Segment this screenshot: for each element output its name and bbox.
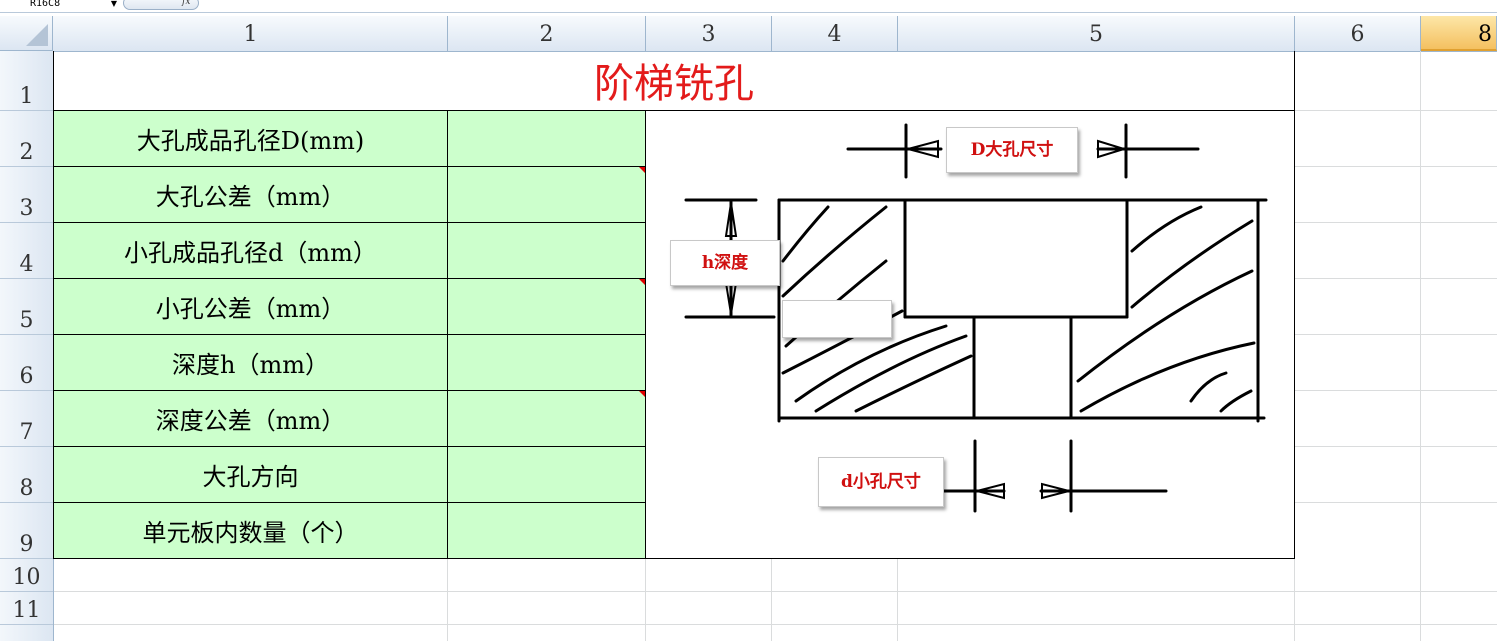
label-cell-big-hole-direction[interactable]: 大孔方向 — [54, 447, 447, 502]
comment-indicator-icon — [639, 391, 645, 397]
table-border — [1294, 51, 1295, 559]
grid-line — [54, 591, 1497, 592]
row-header-7[interactable]: 7 — [0, 391, 53, 447]
column-header-3[interactable]: 3 — [646, 16, 772, 51]
table-border — [53, 390, 646, 391]
grid-line — [1295, 334, 1497, 335]
row-header-9[interactable]: 9 — [0, 503, 53, 559]
value-cell-big-hole-diameter[interactable] — [448, 111, 645, 166]
row-header-1[interactable]: 1 — [0, 51, 53, 111]
grid-line — [1295, 166, 1497, 167]
name-box[interactable]: R16C8 — [0, 0, 120, 11]
label-cell-small-hole-tolerance[interactable]: 小孔公差（mm） — [54, 279, 447, 334]
select-all-icon — [26, 24, 48, 46]
formula-bar: R16C8 ▼ fx — [0, 0, 1497, 13]
grid-line — [1294, 558, 1295, 641]
row-header-band — [0, 51, 54, 641]
table-border — [53, 166, 646, 167]
callout-big-hole[interactable]: D大孔尺寸 — [946, 127, 1078, 173]
value-cell-depth-tolerance[interactable] — [448, 391, 645, 446]
grid-line — [1295, 502, 1497, 503]
grid-line — [771, 558, 772, 641]
grid-line — [1295, 110, 1497, 111]
row-header-6[interactable]: 6 — [0, 335, 53, 391]
table-border — [53, 502, 646, 503]
select-all-button[interactable] — [0, 16, 53, 51]
column-header-4[interactable]: 4 — [772, 16, 898, 51]
page-title[interactable]: 阶梯铣孔 — [54, 52, 1294, 110]
row-header-2[interactable]: 2 — [0, 111, 53, 167]
grid-line — [645, 558, 646, 641]
grid-line — [54, 624, 1497, 625]
stepped-hole-drawing — [684, 123, 1268, 513]
label-cell-depth-tolerance[interactable]: 深度公差（mm） — [54, 391, 447, 446]
value-cell-small-hole-diameter[interactable] — [448, 223, 645, 278]
callout-small-hole[interactable]: d小孔尺寸 — [818, 457, 944, 507]
row-header-4[interactable]: 4 — [0, 223, 53, 279]
table-border — [53, 278, 646, 279]
row-header-10[interactable]: 10 — [0, 559, 53, 592]
column-header-6[interactable]: 6 — [1295, 16, 1421, 51]
label-cell-big-hole-tolerance[interactable]: 大孔公差（mm） — [54, 167, 447, 222]
table-border — [53, 222, 646, 223]
label-cell-big-hole-diameter[interactable]: 大孔成品孔径D(mm) — [54, 111, 447, 166]
row-header-8[interactable]: 8 — [0, 447, 53, 503]
row-header-5[interactable]: 5 — [0, 279, 53, 335]
column-header-5[interactable]: 5 — [898, 16, 1295, 51]
column-header-1[interactable]: 1 — [54, 16, 448, 51]
grid-line — [897, 558, 898, 641]
comment-indicator-icon — [639, 167, 645, 173]
value-cell-big-hole-direction[interactable] — [448, 447, 645, 502]
table-border — [53, 110, 1295, 111]
label-cell-quantity-per-unit[interactable]: 单元板内数量（个） — [54, 503, 447, 558]
chevron-down-icon[interactable]: ▼ — [110, 0, 118, 8]
grid-line — [1420, 51, 1421, 641]
grid-line — [1295, 390, 1497, 391]
table-border — [53, 334, 646, 335]
value-cell-quantity-per-unit[interactable] — [448, 503, 645, 558]
insert-function-button[interactable] — [123, 0, 199, 10]
grid-line — [1295, 278, 1497, 279]
grid-line — [1295, 446, 1497, 447]
row-header-3[interactable]: 3 — [0, 167, 53, 223]
value-cell-depth[interactable] — [448, 335, 645, 390]
grid-line — [1295, 222, 1497, 223]
column-header-2[interactable]: 2 — [448, 16, 646, 51]
row-header-11[interactable]: 11 — [0, 592, 53, 625]
fx-icon[interactable]: fx — [182, 0, 191, 7]
label-cell-depth[interactable]: 深度h（mm） — [54, 335, 447, 390]
value-cell-small-hole-tolerance[interactable] — [448, 279, 645, 334]
label-cell-small-hole-diameter[interactable]: 小孔成品孔径d（mm） — [54, 223, 447, 278]
table-border — [53, 51, 54, 559]
blank-callout[interactable] — [782, 300, 892, 338]
value-cell-big-hole-tolerance[interactable] — [448, 167, 645, 222]
callout-depth[interactable]: h深度 — [670, 240, 780, 286]
column-header-8[interactable]: 8 — [1421, 16, 1497, 51]
grid-line — [447, 558, 448, 641]
table-border — [53, 558, 1295, 559]
column-header-band — [0, 16, 1497, 52]
stepped-hole-diagram[interactable]: D大孔尺寸 h深度 d小孔尺寸 — [646, 111, 1294, 557]
comment-indicator-icon — [639, 279, 645, 285]
table-border — [53, 446, 646, 447]
